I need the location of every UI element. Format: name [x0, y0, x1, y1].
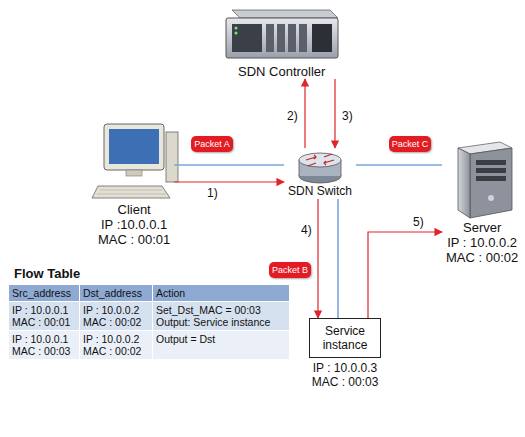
cell-text: IP : 10.0.0.2	[83, 304, 149, 316]
node-title: Client	[98, 202, 170, 217]
table-cell: IP : 10.0.0.1MAC : 00:01	[9, 302, 80, 331]
flow-arrow	[174, 181, 284, 182]
table-cell: IP : 10.0.0.2MAC : 00:02	[80, 302, 153, 331]
node-title: Service instance	[312, 324, 378, 352]
cell-text: Set_Dst_MAC = 00:03	[156, 304, 286, 316]
packet-tag: Packet A	[191, 136, 233, 152]
controller-icon	[226, 10, 338, 58]
step-number: 2)	[286, 110, 299, 123]
node-title: SDN Controller	[238, 64, 325, 79]
cell-text: MAC : 00:02	[83, 316, 149, 328]
service-box: Service instance	[309, 318, 381, 358]
cell-text: MAC : 00:03	[12, 345, 76, 357]
node-title: Packet B	[271, 265, 309, 275]
step-number: 4)	[300, 224, 313, 237]
cell-text: IP : 10.0.0.1	[12, 304, 76, 316]
node-detail: IP :10.0.0.1	[98, 217, 170, 232]
switch-node: SDN Switch	[284, 148, 356, 199]
node-title: Server	[446, 220, 518, 235]
node-detail: MAC : 00:01	[98, 232, 170, 247]
table-cell: Dst_address	[80, 285, 153, 302]
icon-space	[288, 148, 352, 184]
cell-text: Src_address	[12, 287, 76, 299]
node-title: SDN Switch	[288, 184, 352, 199]
cell-text: Action	[156, 287, 286, 299]
node-detail: MAC : 00:02	[446, 250, 518, 265]
node-detail: IP : 10.0.0.3	[309, 361, 381, 375]
cell-text: Dst_address	[83, 287, 149, 299]
table-cell: IP : 10.0.0.1MAC : 00:03	[9, 331, 80, 360]
server-icon	[458, 142, 512, 218]
table-cell: Set_Dst_MAC = 00:03Output: Service insta…	[153, 302, 290, 331]
icon-space	[98, 120, 170, 202]
link-line	[174, 164, 284, 166]
packet-tag: Packet B	[269, 262, 311, 278]
icon-space	[238, 4, 325, 64]
cell-text: Output: Service instance	[156, 316, 286, 328]
client-pc-icon	[92, 124, 178, 198]
cell-text: MAC : 00:02	[83, 345, 149, 357]
table-row: Src_address Dst_address Action	[9, 285, 290, 302]
table-title: Flow Table	[14, 266, 80, 281]
icon-space	[446, 140, 518, 220]
table-cell: Src_address	[9, 285, 80, 302]
flow-arrow	[304, 79, 305, 148]
table-cell: IP : 10.0.0.2MAC : 00:02	[80, 331, 153, 360]
flow-table: Src_addressDst_addressActionIP : 10.0.0.…	[8, 284, 290, 360]
link-line	[337, 199, 339, 318]
table-row: IP : 10.0.0.1MAC : 00:03IP : 10.0.0.2MAC…	[9, 331, 290, 360]
flow-arrow	[317, 199, 318, 318]
step-number: 5)	[412, 216, 425, 229]
step-number: 3)	[341, 110, 354, 123]
node-detail: IP : 10.0.0.2	[446, 235, 518, 250]
node-title: Packet C	[391, 139, 429, 149]
cell-text: MAC : 00:01	[12, 316, 76, 328]
client-node: ClientIP :10.0.0.1MAC : 00:01	[94, 120, 174, 247]
cell-text: IP : 10.0.0.1	[12, 333, 76, 345]
flow-arrow	[368, 232, 442, 318]
server-node: ServerIP : 10.0.0.2MAC : 00:02	[442, 140, 522, 265]
packet-tag: Packet C	[389, 136, 431, 152]
service-node: Service instance IP : 10.0.0.3MAC : 00:03	[306, 318, 384, 389]
table-cell: Action	[153, 285, 290, 302]
node-title: Packet A	[193, 139, 231, 149]
cell-text: Output = Dst	[156, 333, 286, 345]
flow-arrow	[334, 79, 335, 148]
table-row: IP : 10.0.0.1MAC : 00:01IP : 10.0.0.2MAC…	[9, 302, 290, 331]
table-cell: Output = Dst	[153, 331, 290, 360]
node-detail: MAC : 00:03	[309, 375, 381, 389]
link-line	[356, 164, 442, 166]
switch-icon	[299, 153, 341, 183]
controller-node: SDN Controller	[234, 4, 329, 79]
step-number: 1)	[206, 187, 219, 200]
cell-text: IP : 10.0.0.2	[83, 333, 149, 345]
